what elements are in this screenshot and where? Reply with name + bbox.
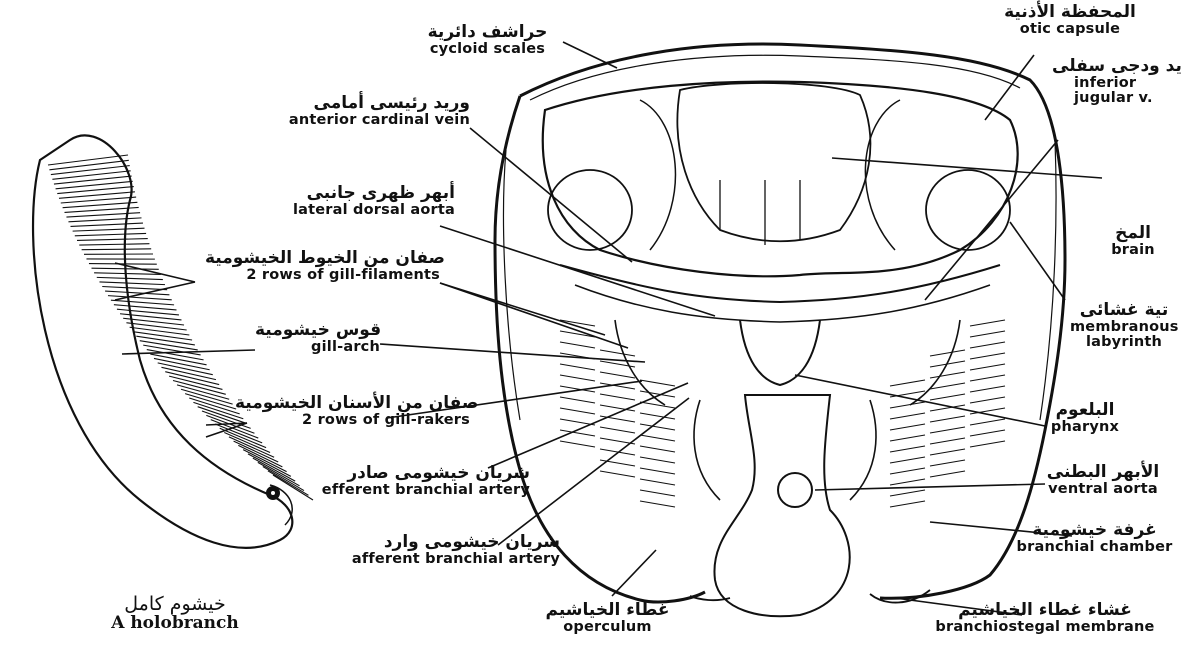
- label-operculum: غطاء الخياشيم operculum: [540, 602, 675, 635]
- label-lateral-dorsal-aorta: أبهر ظهرى جانبى lateral dorsal aorta: [255, 185, 455, 218]
- label-pharynx: البلعوم pharynx: [1040, 402, 1130, 435]
- cross-section-drawing: [495, 44, 1065, 616]
- label-afferent-artery: شريان خيشومى وارد afferent branchial art…: [320, 534, 560, 567]
- label-membranous-labyrinth: تية غشائى membranous labyrinth: [1070, 302, 1178, 350]
- label-otic-capsule: المحفظة الأذنية otic capsule: [1000, 4, 1140, 37]
- label-gill-arch: قوس خيشومية gill-arch: [255, 322, 380, 355]
- label-branchial-chamber: غرفة خيشومية branchial chamber: [1012, 522, 1177, 555]
- label-brain: المخ brain: [1098, 225, 1168, 258]
- label-inferior-jugular: وريد ودجى سفلى inferior jugular v.: [1052, 58, 1177, 106]
- holobranch-ar: خيشوم كامل: [80, 595, 270, 615]
- holobranch-en: A holobranch: [111, 613, 239, 633]
- label-holobranch: خيشوم كامل A holobranch: [80, 595, 270, 633]
- label-cycloid-scales: حراشف دائرية cycloid scales: [400, 24, 575, 57]
- label-efferent-artery: شريان خيشومى صادر efferent branchial art…: [290, 465, 530, 498]
- label-branchiostegal-membrane: غشاء غطاء الخياشيم branchiostegal membra…: [920, 602, 1170, 635]
- label-ventral-aorta: الأبهر البطنى ventral aorta: [1038, 464, 1168, 497]
- label-gill-rakers: صفان من الأسنان الخيشومية 2 rows of gill…: [235, 395, 470, 428]
- label-gill-filaments: صفان من الخيوط الخيشومية 2 rows of gill-…: [205, 250, 440, 283]
- label-anterior-cardinal-vein: وريد رئيسى أمامى anterior cardinal vein: [255, 95, 470, 128]
